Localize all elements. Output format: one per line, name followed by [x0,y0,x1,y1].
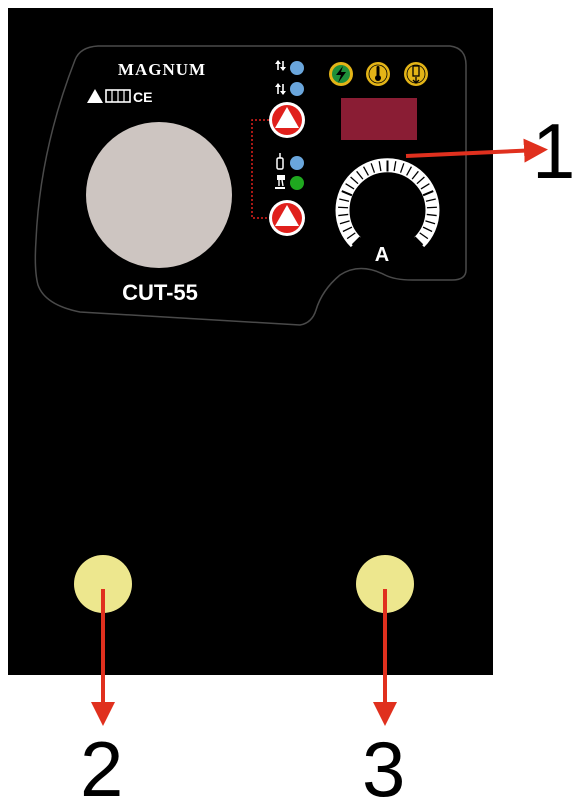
led-two-stroke [290,61,304,75]
knob-tick [411,170,419,180]
knob-tick [420,183,430,190]
knob-tick [393,161,397,172]
knob-tick [406,166,413,176]
knob-tick [426,206,437,209]
knob-tick [345,183,355,190]
output-terminal-left[interactable] [74,555,132,613]
knob-tick [426,213,437,217]
thermometer-icon [366,62,390,86]
knob-tick [425,198,436,202]
ce-mark: CE [133,89,152,105]
knob-tick [378,161,382,172]
cutting-mode-icon [275,175,285,189]
up-arrow-icon [275,205,299,226]
knob-tick [422,226,433,233]
callout-number-2: 2 [80,725,123,800]
knob-ticks [338,160,437,246]
transformer-icon [105,89,131,103]
faceplate-outline [34,45,467,326]
led-gas-test [290,156,304,170]
warning-triangle-icon [87,89,103,103]
model-label: CUT-55 [122,280,198,305]
two-stroke-trigger-icon [275,60,286,71]
knob-tick [339,198,350,202]
air-pressure-icon [404,62,428,86]
knob-tick [419,232,429,240]
knob-tick [362,166,369,176]
four-stroke-trigger-icon [275,83,286,95]
knob-tick [356,170,364,180]
knob-tick [422,190,434,197]
knob-tick [416,176,425,185]
knob-tick [425,220,436,225]
knob-body[interactable] [357,180,418,240]
knob-tick [341,190,353,197]
knob-tick [350,176,359,185]
power-lightning-icon [329,62,353,86]
callout-number-3: 3 [362,725,405,800]
current-knob[interactable] [335,158,440,248]
up-arrow-icon [275,107,299,128]
knob-tick [338,206,349,209]
knob-label: A [375,244,389,266]
main-dial[interactable] [86,122,232,268]
led-cutting-mode [290,176,304,190]
brand-label: MAGNUM [118,60,206,79]
knob-tick [342,226,353,233]
knob-tick [339,220,350,225]
knob-tick [399,163,405,173]
led-four-stroke [290,82,304,96]
knob-tick [414,236,424,246]
output-terminal-right[interactable] [356,555,414,613]
knob-tick [338,213,349,217]
digital-display [341,98,417,140]
knob-tick [351,236,361,246]
knob-tick [370,163,376,173]
callout-arrow-1 [405,138,548,163]
knob-tick [346,232,356,240]
certification-marks: CE [87,89,152,105]
button-link-bracket [251,119,269,219]
callout-number-1: 1 [532,107,575,195]
gas-test-icon [276,153,284,170]
